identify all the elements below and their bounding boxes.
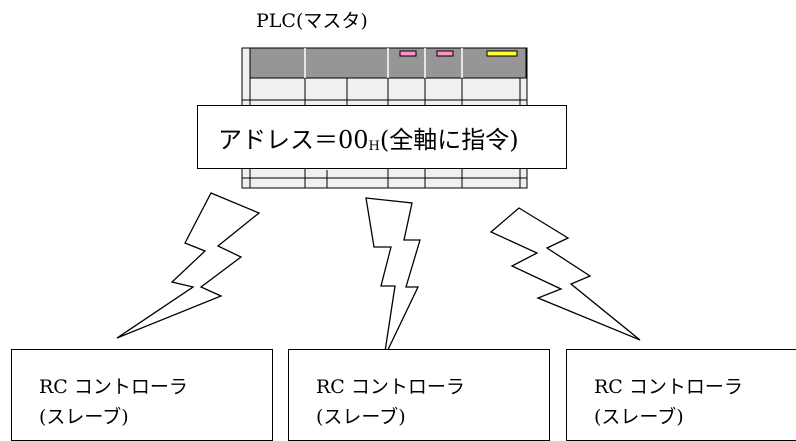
signal-bolt-center — [365, 197, 421, 359]
slave-controller-2: RC コントローラ (スレーブ) — [288, 349, 550, 441]
slave-controller-3: RC コントローラ (スレーブ) — [566, 349, 796, 441]
status-led — [486, 50, 518, 57]
plc-master-label: PLC(マスタ) — [256, 10, 368, 32]
address-label: アドレス＝00H(全軸に指令) — [218, 125, 519, 154]
slave-title: RC コントローラ — [39, 376, 188, 398]
slave-controller-1: RC コントローラ (スレーブ) — [11, 349, 273, 441]
slave-role: (スレーブ) — [39, 406, 129, 428]
status-led — [436, 50, 454, 57]
slave-role: (スレーブ) — [316, 406, 406, 428]
address-broadcast-box: アドレス＝00H(全軸に指令) — [197, 105, 567, 169]
signal-bolt-left — [116, 192, 261, 339]
slave-role: (スレーブ) — [594, 406, 684, 428]
slave-title: RC コントローラ — [594, 376, 743, 398]
slave-title: RC コントローラ — [316, 376, 465, 398]
status-led — [399, 50, 417, 57]
signal-bolt-right — [489, 207, 641, 341]
